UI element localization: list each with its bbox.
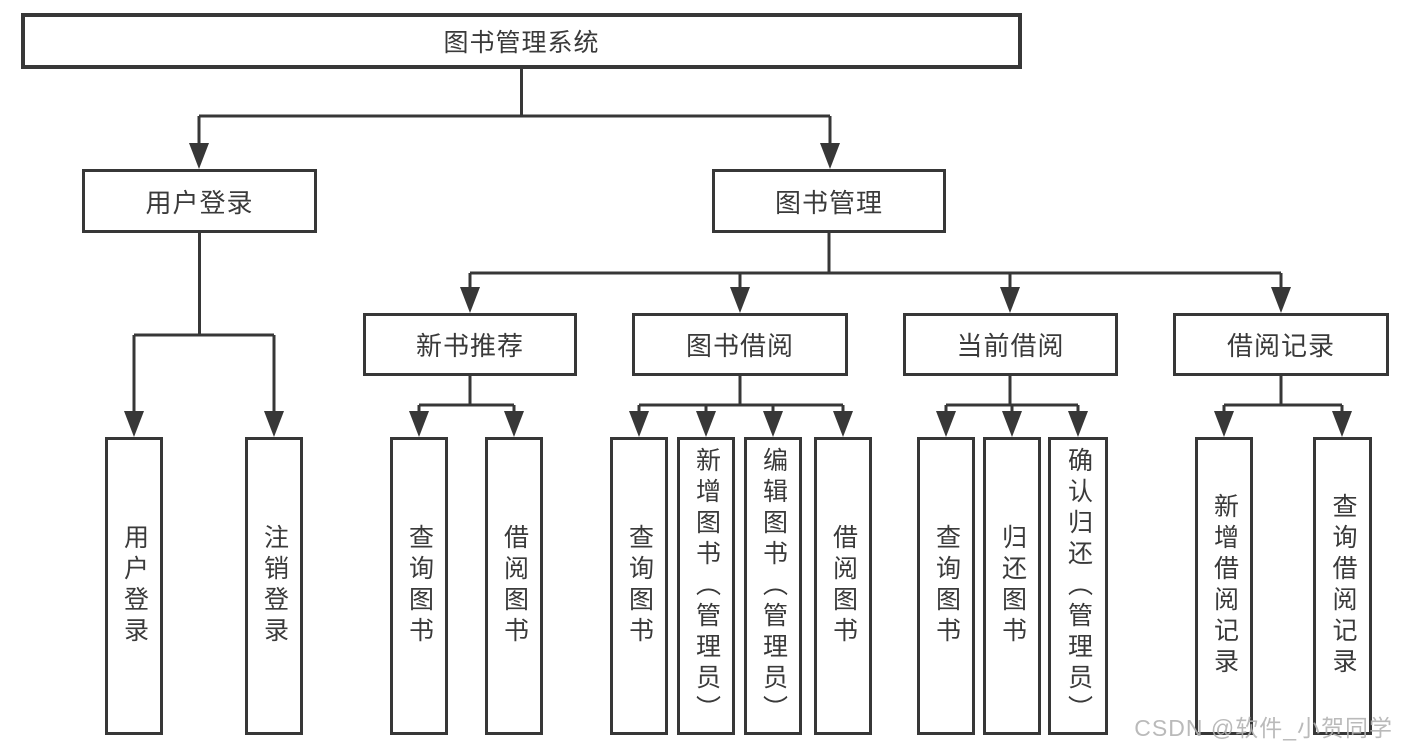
node-label: 借阅记录	[1226, 331, 1335, 361]
leaf-query-borrow-record: 查询借阅记录	[1313, 437, 1372, 735]
leaf-borrow-books: 借阅图书	[814, 437, 872, 735]
leaf-label: 注销登录	[260, 524, 289, 648]
leaf-label: 编辑图书（管理员）	[759, 446, 788, 726]
node-label: 图书管理系统	[443, 29, 600, 57]
node-label: 图书借阅	[685, 331, 794, 361]
leaf-borrow-books-recommend: 借阅图书	[485, 437, 543, 735]
leaf-label: 借阅图书	[829, 524, 858, 648]
leaf-label: 查询借阅记录	[1329, 493, 1357, 679]
arrowhead-icons	[124, 143, 1352, 437]
leaf-label: 借阅图书	[500, 524, 529, 648]
leaf-label: 归还图书	[998, 524, 1027, 648]
tree-edges	[132, 68, 1344, 413]
leaf-confirm-return-admin: 确认归还（管理员）	[1048, 437, 1108, 735]
node-library-management-system: 图书管理系统	[21, 13, 1022, 69]
csdn-watermark: CSDN @软件_小贺同学	[1134, 715, 1393, 741]
leaf-query-books-current: 查询图书	[917, 437, 975, 735]
node-user-login: 用户登录	[82, 169, 317, 233]
leaf-label: 用户登录	[120, 524, 149, 648]
node-new-book-recommendation: 新书推荐	[363, 313, 577, 376]
leaf-logout: 注销登录	[245, 437, 303, 735]
leaf-label: 新增图书（管理员）	[692, 446, 721, 726]
node-current-borrowing: 当前借阅	[903, 313, 1118, 376]
leaf-label: 确认归还（管理员）	[1064, 446, 1093, 726]
leaf-return-books: 归还图书	[983, 437, 1041, 735]
leaf-label: 查询图书	[625, 524, 654, 648]
node-label: 图书管理	[774, 187, 883, 218]
node-book-management: 图书管理	[712, 169, 946, 233]
leaf-query-books-recommend: 查询图书	[390, 437, 448, 735]
leaf-label: 查询图书	[405, 524, 434, 648]
node-book-borrowing: 图书借阅	[632, 313, 848, 376]
leaf-label: 新增借阅记录	[1210, 493, 1239, 679]
leaf-query-books-borrowing: 查询图书	[610, 437, 668, 735]
node-label: 当前借阅	[956, 331, 1065, 361]
leaf-add-borrow-record: 新增借阅记录	[1195, 437, 1253, 735]
leaf-add-books-admin: 新增图书（管理员）	[677, 437, 735, 735]
leaf-label: 查询图书	[932, 524, 961, 648]
leaf-edit-books-admin: 编辑图书（管理员）	[744, 437, 802, 735]
node-label: 新书推荐	[415, 331, 524, 361]
leaf-user-login: 用户登录	[105, 437, 163, 735]
node-label: 用户登录	[145, 187, 254, 218]
node-borrowing-records: 借阅记录	[1173, 313, 1389, 376]
